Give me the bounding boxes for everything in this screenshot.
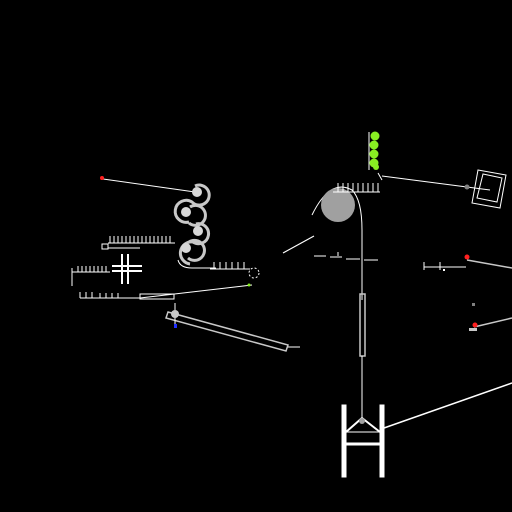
dashed-shelf xyxy=(314,252,378,261)
rail-base xyxy=(469,328,477,331)
tiny-block xyxy=(443,269,445,271)
ledge-block xyxy=(139,293,175,300)
vertical-rod[interactable] xyxy=(359,293,366,357)
small-ledge-right xyxy=(423,262,466,270)
pulley-ball[interactable] xyxy=(321,188,355,222)
pivot-knob[interactable] xyxy=(171,310,179,318)
short-rope xyxy=(282,235,315,254)
comb-track-left xyxy=(71,266,110,286)
small-block[interactable] xyxy=(101,243,109,250)
top-rope xyxy=(381,175,491,191)
rope-segment xyxy=(102,178,196,193)
comb-track-top xyxy=(333,183,380,193)
green-ball-stack[interactable] xyxy=(369,131,380,171)
right-rail-upper xyxy=(466,259,512,269)
rotated-box[interactable] xyxy=(471,169,507,209)
red-pin-marker[interactable] xyxy=(100,176,104,180)
spiral-outlet xyxy=(177,259,216,269)
diagonal-rope xyxy=(383,382,512,429)
red-marker-lower[interactable] xyxy=(472,322,478,328)
green-dot-marker xyxy=(247,283,251,287)
spiral-track xyxy=(173,183,211,266)
weight-catch-cradle[interactable] xyxy=(341,404,385,478)
comb-track-upper xyxy=(108,236,175,244)
slope-line xyxy=(139,284,253,299)
top-rope-end xyxy=(377,172,383,181)
box-pin xyxy=(464,184,470,190)
cross-support xyxy=(112,254,142,284)
right-rail-lower xyxy=(473,317,512,328)
comb-track-lower xyxy=(79,292,140,299)
red-marker-upper[interactable] xyxy=(464,254,470,260)
grey-dot xyxy=(472,303,475,306)
cradle-pivot xyxy=(359,418,365,424)
gear-icon[interactable] xyxy=(248,267,260,279)
blue-marker xyxy=(174,324,177,328)
ramp-rod[interactable] xyxy=(165,311,289,352)
comb-track-right xyxy=(210,262,250,270)
spiral-track-inner xyxy=(181,187,203,253)
